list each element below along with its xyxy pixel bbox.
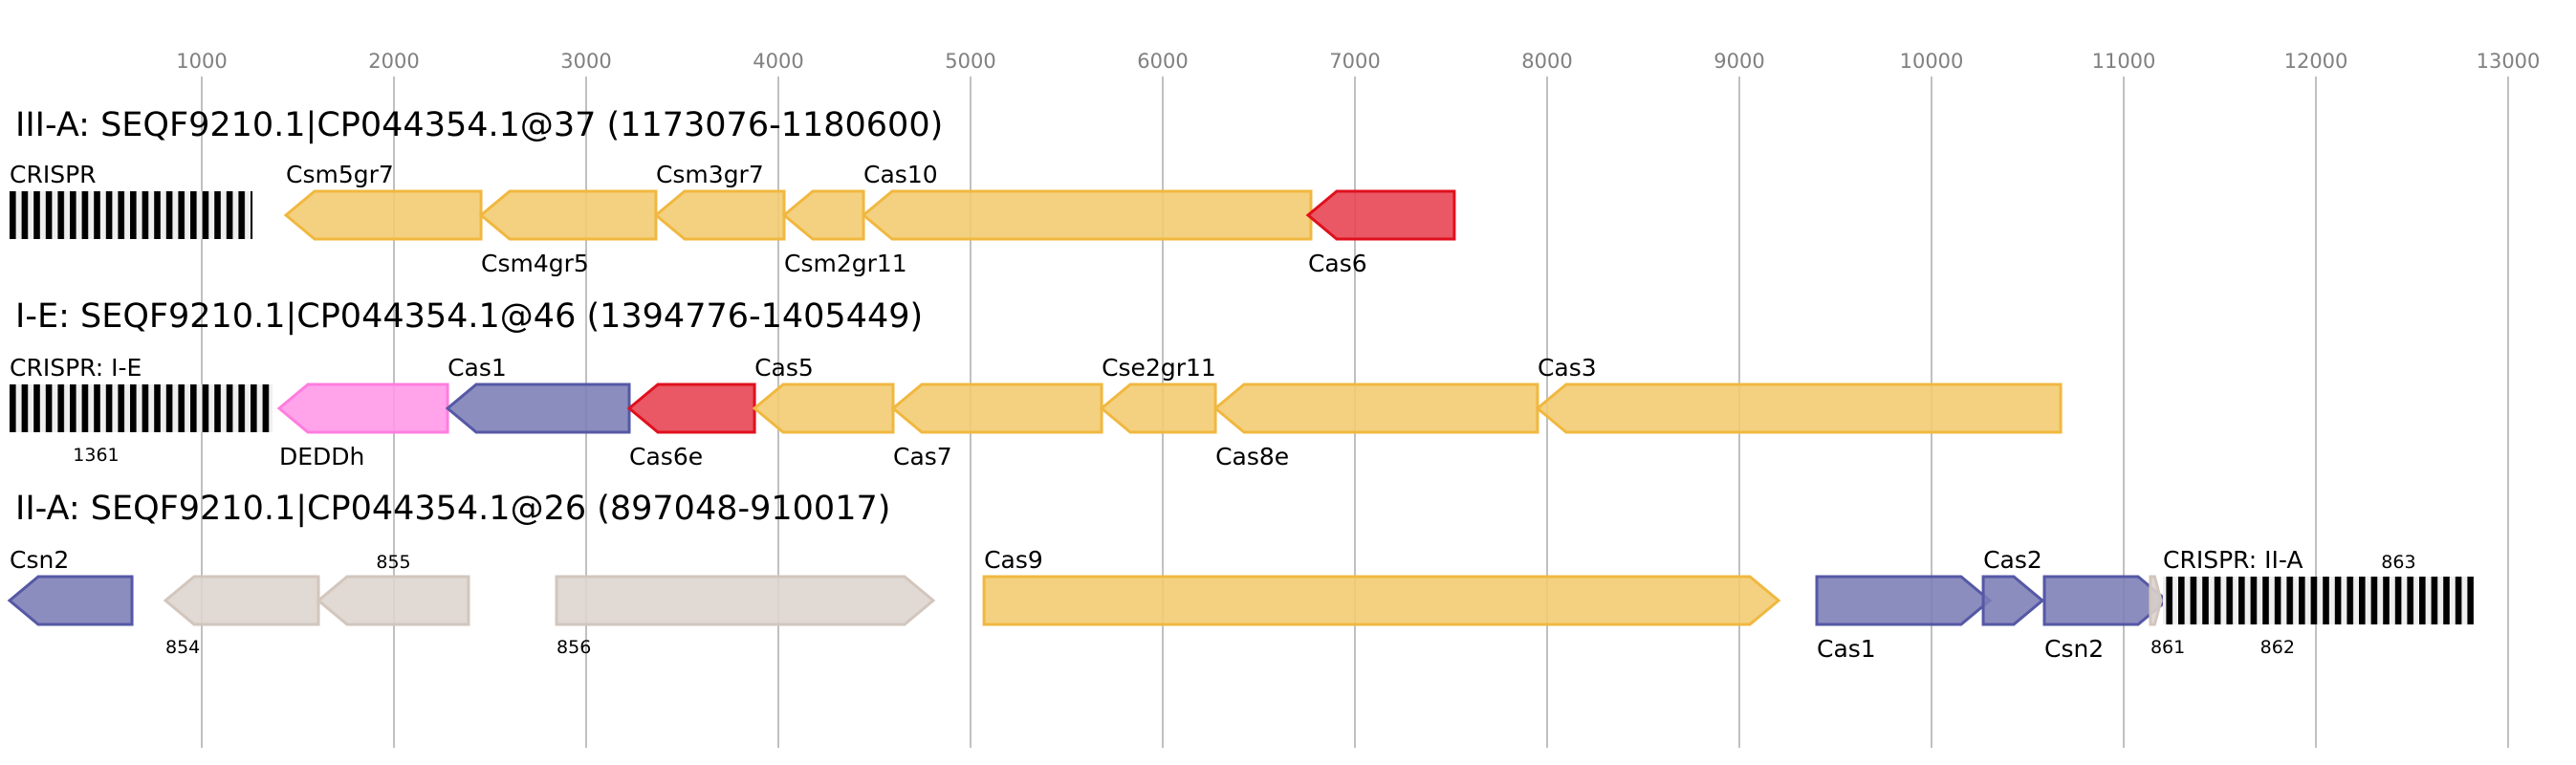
feature-label: Csn2	[10, 546, 69, 574]
gene-arrow-855[interactable]	[316, 575, 470, 626]
gene-arrow-deddh[interactable]	[276, 382, 449, 434]
tick-label: 10000	[1900, 50, 1964, 73]
feature-label: Cas9	[984, 546, 1043, 574]
gene-arrow-856[interactable]	[555, 575, 936, 626]
feature-label: DEDDh	[279, 443, 364, 470]
gene-arrow-854[interactable]	[163, 575, 320, 626]
gene-arrow-cas9[interactable]	[982, 575, 1781, 626]
tick-label: 6000	[1137, 50, 1188, 73]
feature-label: 861	[2150, 637, 2185, 658]
locus-2: I-E: SEQF9210.1|CP044354.1@46 (1394776-1…	[10, 297, 2063, 470]
tick-label: 9000	[1714, 50, 1764, 73]
feature-label: Csn2	[2044, 635, 2104, 663]
tick-label: 13000	[2477, 50, 2541, 73]
locus-3: II-A: SEQF9210.1|CP044354.1@26 (897048-9…	[7, 490, 2475, 663]
feature-label: 856	[557, 637, 591, 658]
gene-arrow-cas7[interactable]	[890, 382, 1103, 434]
tick-label: 8000	[1521, 50, 1572, 73]
gene-arrow-csm5gr7[interactable]	[283, 189, 483, 241]
gene-arrow-csn2[interactable]	[7, 575, 134, 626]
gene-arrow-csm2gr11[interactable]	[781, 189, 865, 241]
feature-label: 863	[2381, 552, 2415, 573]
feature-label: Csm3gr7	[656, 161, 764, 188]
locus-title: III-A: SEQF9210.1|CP044354.1@37 (1173076…	[15, 106, 943, 144]
gene-arrow-cas6e[interactable]	[626, 382, 756, 434]
feature-label: Cas2	[1983, 546, 2042, 574]
feature-label: Csm2gr11	[784, 250, 907, 277]
tick-label: 7000	[1329, 50, 1380, 73]
crispr-array[interactable]	[10, 191, 253, 239]
tick-label: 2000	[368, 50, 419, 73]
gene-arrow-cas1[interactable]	[445, 382, 631, 434]
gene-arrow-csm4gr5[interactable]	[478, 189, 658, 241]
gene-arrow-cas3[interactable]	[1535, 382, 2063, 434]
crispr-array[interactable]	[2163, 577, 2475, 624]
feature-label: Csm5gr7	[286, 161, 394, 188]
feature-label: CRISPR: II-A	[2163, 546, 2303, 574]
tick-label: 12000	[2284, 50, 2348, 73]
feature-label: Csm4gr5	[481, 250, 589, 277]
locus-1: III-A: SEQF9210.1|CP044354.1@37 (1173076…	[10, 106, 1456, 277]
feature-label: 1361	[73, 445, 119, 466]
feature-label: Cas1	[1817, 635, 1876, 663]
gene-arrow-cas1[interactable]	[1815, 575, 1993, 626]
feature-label: 862	[2260, 637, 2295, 658]
feature-label: 854	[165, 637, 200, 658]
gene-arrow-861[interactable]	[2149, 575, 2163, 626]
locus-title: II-A: SEQF9210.1|CP044354.1@26 (897048-9…	[15, 490, 890, 528]
feature-label: Cas7	[893, 443, 952, 470]
gene-arrow-cas2[interactable]	[1981, 575, 2045, 626]
tick-label: 3000	[560, 50, 611, 73]
gene-arrow-cas5[interactable]	[752, 382, 895, 434]
gene-arrow-csm3gr7[interactable]	[653, 189, 786, 241]
locus-title: I-E: SEQF9210.1|CP044354.1@46 (1394776-1…	[15, 297, 923, 336]
feature-label: CRISPR: I-E	[10, 354, 142, 382]
tick-label: 1000	[176, 50, 227, 73]
feature-label: Cse2gr11	[1102, 354, 1216, 382]
feature-label: Cas1	[448, 354, 507, 382]
feature-label: Cas8e	[1215, 443, 1289, 470]
tick-label: 4000	[753, 50, 803, 73]
gene-arrow-cas8e[interactable]	[1212, 382, 1539, 434]
feature-label: Cas5	[754, 354, 814, 382]
crispr-array[interactable]	[10, 384, 273, 432]
gene-arrow-cse2gr11[interactable]	[1099, 382, 1217, 434]
gene-arrow-cas10[interactable]	[861, 189, 1313, 241]
tick-label: 11000	[2092, 50, 2156, 73]
tick-label: 5000	[945, 50, 995, 73]
gene-arrow-csn2[interactable]	[2042, 575, 2170, 626]
feature-label: 855	[376, 552, 410, 573]
feature-label: Cas6	[1308, 250, 1367, 277]
loci: III-A: SEQF9210.1|CP044354.1@37 (1173076…	[7, 106, 2475, 663]
feature-label: CRISPR	[10, 161, 97, 188]
feature-label: Cas3	[1538, 354, 1597, 382]
axis-tick-labels: 1000 2000 3000 4000 5000 6000 7000 8000 9000 1000…	[176, 50, 2540, 73]
gene-arrow-cas6[interactable]	[1305, 189, 1456, 241]
feature-label: Cas10	[863, 161, 938, 188]
feature-label: Cas6e	[629, 443, 703, 470]
